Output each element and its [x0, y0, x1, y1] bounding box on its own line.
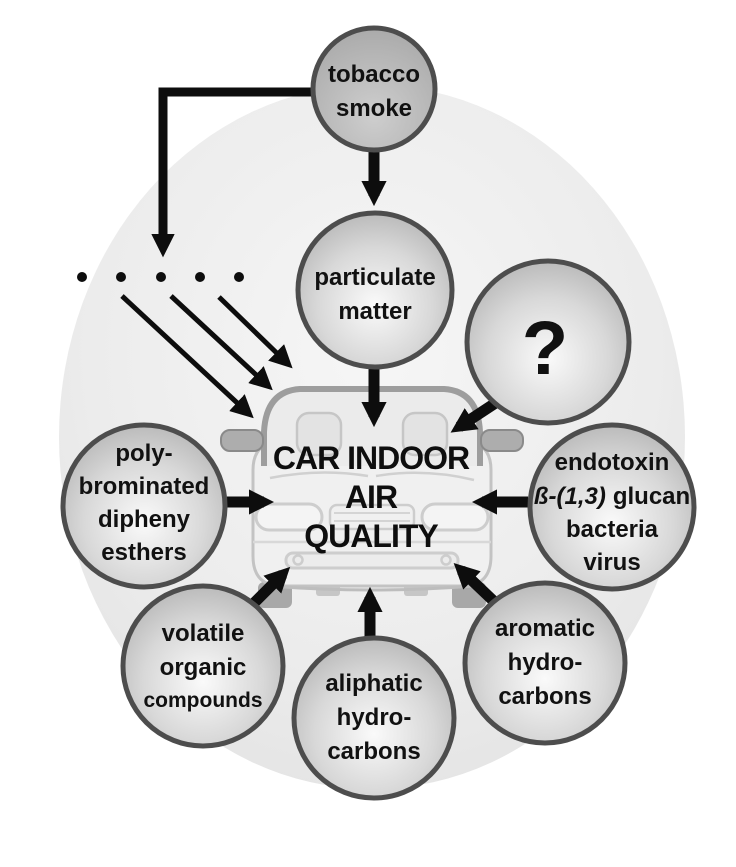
dot	[156, 272, 166, 282]
node-label: poly-	[115, 440, 172, 467]
car-wiper-right	[375, 471, 475, 482]
question-mark: ?	[522, 306, 568, 391]
center-title-line: AIR	[345, 479, 398, 515]
node-circle	[462, 580, 628, 746]
arrow-fallout-3	[217, 295, 293, 369]
center-title-line: CAR INDOOR	[273, 440, 470, 476]
arrow-fallout-1	[120, 294, 254, 419]
dot	[234, 272, 244, 282]
dot	[195, 272, 205, 282]
node-endotoxin: endotoxin ß-(1,3) glucan bacteria virus	[527, 422, 697, 592]
node-circle	[60, 422, 228, 590]
node-label: particulate	[314, 264, 435, 291]
center-title-line: QUALITY	[304, 518, 438, 554]
node-circle	[295, 210, 455, 370]
node-label: hydro-	[337, 704, 412, 731]
car-grille	[328, 503, 416, 531]
node-label: tobacco	[328, 61, 420, 88]
dot	[77, 272, 87, 282]
node-label: hydro-	[508, 649, 583, 676]
node-label: endotoxin	[555, 449, 670, 476]
car-mirror-right	[480, 429, 524, 452]
car-headrest-left	[295, 411, 343, 457]
node-label: ß-(1,3) glucan	[534, 483, 690, 510]
node-volatile-organic-compounds: volatile organic compounds	[120, 583, 286, 749]
node-label: aromatic	[495, 615, 595, 642]
node-particulate-matter: particulate matter	[295, 210, 455, 370]
node-aromatic-hydrocarbons: aromatic hydro- carbons	[462, 580, 628, 746]
arrow-tobacco-elbow	[151, 87, 311, 258]
center-title: CAR INDOOR AIR QUALITY	[273, 440, 471, 554]
node-label: dipheny	[98, 506, 191, 533]
car-headrest-right	[401, 411, 449, 457]
car-mirror-left	[220, 429, 264, 452]
node-circle	[527, 422, 697, 592]
node-label: virus	[583, 549, 640, 576]
node-label: esthers	[101, 539, 186, 566]
car-grille-slats	[334, 512, 410, 522]
car-wiper-left	[269, 471, 369, 480]
node-circle	[120, 583, 286, 749]
ellipsis-dots	[77, 272, 244, 282]
node-label: matter	[338, 298, 411, 325]
car-bumper-bolt-left	[292, 554, 304, 566]
node-circle	[464, 258, 632, 426]
car-headlight-right	[420, 502, 490, 532]
node-label: smoke	[336, 95, 412, 122]
node-label: carbons	[498, 683, 591, 710]
node-polybrominated: poly- brominated dipheny esthers	[60, 422, 228, 590]
node-label: organic	[160, 654, 247, 681]
arrows	[120, 87, 528, 637]
node-label-rest: glucan	[613, 483, 690, 510]
node-label: compounds	[144, 689, 263, 712]
arrow-fallout-2	[169, 294, 273, 391]
node-label: carbons	[327, 738, 420, 765]
node-label-italic: ß-(1,3)	[534, 483, 606, 510]
node-label: brominated	[79, 473, 210, 500]
dot	[116, 272, 126, 282]
car-bumper-bolt-right	[440, 554, 452, 566]
node-label: bacteria	[566, 516, 659, 543]
node-circle	[310, 25, 438, 153]
node-aliphatic-hydrocarbons: aliphatic hydro- carbons	[291, 635, 457, 801]
node-unknown-factor: ?	[464, 258, 632, 426]
car-bumper-slot	[284, 551, 460, 570]
node-label: aliphatic	[325, 670, 422, 697]
node-circle	[291, 635, 457, 801]
node-label: volatile	[162, 620, 245, 647]
node-tobacco-smoke: tobacco smoke	[310, 25, 438, 153]
